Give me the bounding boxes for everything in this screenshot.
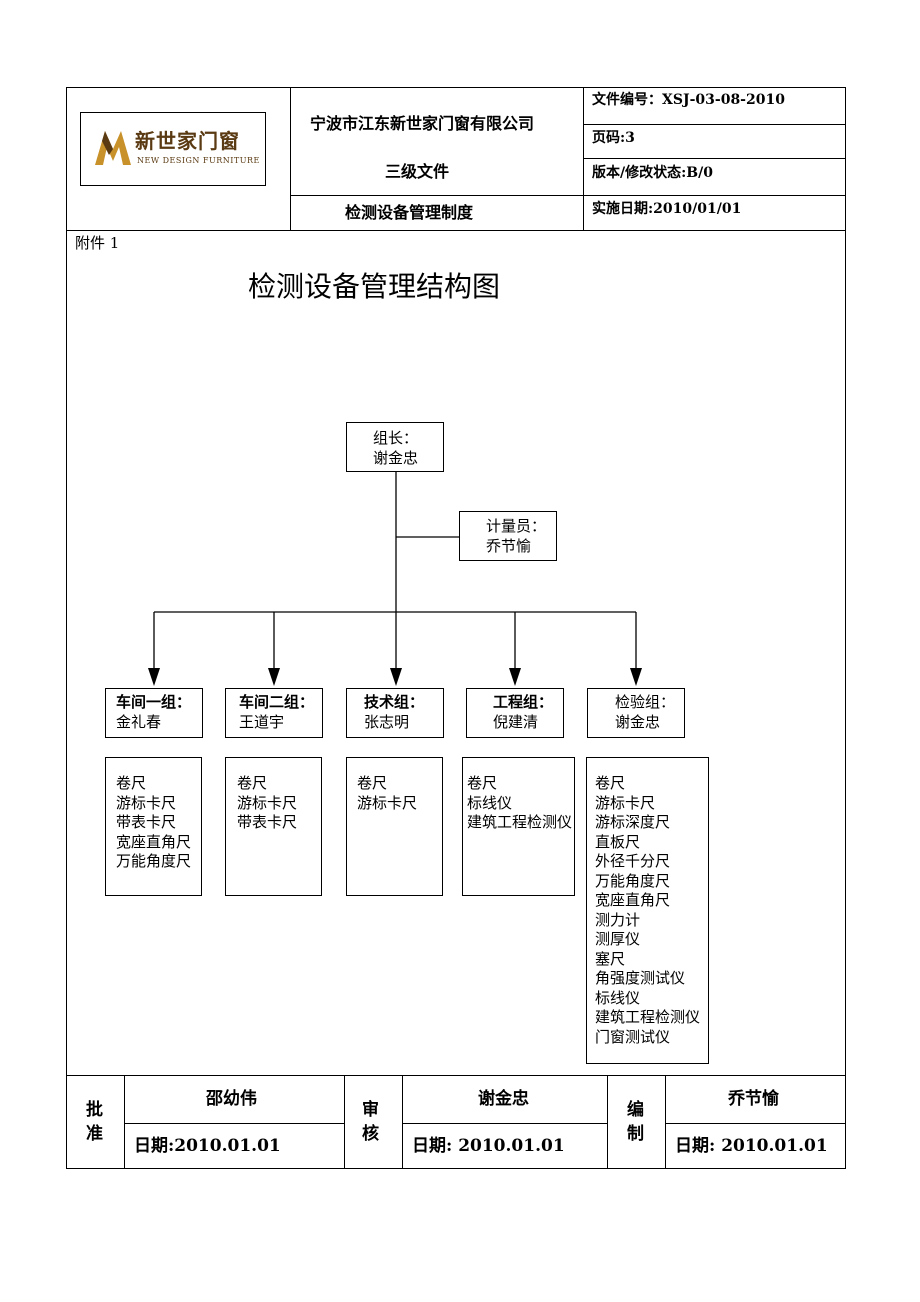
reviewer-name: 谢金忠: [478, 1089, 529, 1109]
group-box-2: 车间二组： 王道宇: [225, 688, 323, 738]
list-item: 卷尺: [237, 774, 268, 792]
list-item: 外径千分尺: [595, 852, 671, 870]
logo-box: 新世家门窗 NEW DESIGN FURNITURE: [80, 112, 266, 186]
equipment-list-4: 卷尺 标线仪 建筑工程检测仪: [462, 757, 575, 896]
header-divider-info: [583, 87, 584, 231]
list-item: 卷尺: [595, 774, 626, 792]
editor-name: 乔节愉: [728, 1089, 779, 1109]
list-item: 标线仪: [467, 793, 513, 812]
list-item: 标线仪: [595, 988, 641, 1007]
list-item: 门窗测试仪: [595, 1027, 671, 1046]
list-item: 游标卡尺: [237, 793, 298, 812]
list-item: 测力计: [595, 910, 641, 929]
edit-label-top: 编: [627, 1100, 644, 1120]
leader-name: 谢金忠: [373, 448, 419, 467]
group-box-5: 检验组： 谢金忠: [587, 688, 685, 738]
footer-divider-1: [124, 1075, 125, 1169]
equipment-list-5: 卷尺 游标卡尺 游标深度尺 直板尺 外径千分尺 万能角度尺 宽座直角尺 测力计 …: [586, 757, 709, 1064]
list-item: 万能角度尺: [595, 871, 671, 890]
list-item: 卷尺: [357, 774, 388, 792]
metrologist-role: 计量员：: [486, 517, 547, 535]
footer-top-line: [66, 1075, 846, 1076]
logo-text-cn: 新世家门窗: [135, 129, 240, 153]
list-item: 宽座直角尺: [595, 891, 671, 909]
version-status: 版本/修改状态:B/0: [592, 165, 713, 181]
edit-date: 日期: 2010.01.01: [675, 1136, 828, 1156]
chart-title: 检测设备管理结构图: [248, 270, 501, 303]
list-item: 直板尺: [595, 832, 641, 851]
equipment-list-2: 卷尺 游标卡尺 带表卡尺: [225, 757, 322, 896]
review-label-top: 审: [362, 1100, 379, 1120]
footer-mid-line-1: [124, 1123, 344, 1124]
review-date: 日期: 2010.01.01: [412, 1136, 565, 1156]
document-frame: [66, 87, 846, 1169]
group-role: 工程组：: [493, 693, 554, 711]
footer-mid-line-3: [665, 1123, 846, 1124]
list-item: 建筑工程检测仪: [595, 1008, 701, 1026]
document-level: 三级文件: [385, 162, 450, 181]
header-row-line-1: [583, 124, 846, 125]
footer-mid-line-2: [402, 1123, 607, 1124]
approve-label-bottom: 准: [86, 1124, 103, 1144]
group-leader-name: 张志明: [364, 712, 410, 731]
group-leader-name: 倪建清: [493, 712, 539, 731]
list-item: 卷尺: [467, 774, 498, 792]
footer-divider-3: [402, 1075, 403, 1169]
group-role: 车间二组：: [239, 693, 315, 711]
leader-role: 组长：: [373, 429, 419, 447]
list-item: 游标卡尺: [595, 793, 656, 812]
list-item: 游标深度尺: [595, 813, 671, 831]
list-item: 卷尺: [116, 774, 147, 792]
approver-name: 邵幼伟: [206, 1089, 257, 1109]
header-bottom-line: [66, 230, 846, 231]
approve-label-top: 批: [86, 1100, 103, 1120]
header-divider-logo: [290, 87, 291, 231]
list-item: 宽座直角尺: [116, 832, 192, 851]
list-item: 塞尺: [595, 949, 626, 968]
group-role: 检验组：: [615, 693, 676, 711]
list-item: 测厚仪: [595, 930, 641, 948]
footer-divider-2: [344, 1075, 345, 1169]
metrologist-name: 乔节愉: [486, 536, 532, 555]
document-title: 检测设备管理制度: [345, 203, 474, 222]
group-role: 车间一组：: [116, 693, 192, 711]
edit-label-bottom: 制: [627, 1124, 644, 1144]
effective-date: 实施日期:2010/01/01: [592, 201, 742, 217]
group-role: 技术组：: [364, 693, 425, 711]
group-box-4: 工程组： 倪建清: [466, 688, 564, 738]
equipment-list-1: 卷尺 游标卡尺 带表卡尺 宽座直角尺 万能角度尺: [105, 757, 202, 896]
footer-divider-5: [665, 1075, 666, 1169]
header-row-line-2: [583, 158, 846, 159]
list-item: 万能角度尺: [116, 852, 192, 870]
list-item: 建筑工程检测仪: [467, 813, 573, 831]
list-item: 带表卡尺: [237, 813, 298, 831]
group-box-1: 车间一组： 金礼春: [105, 688, 203, 738]
metrologist-box: 计量员： 乔节愉: [459, 511, 557, 561]
list-item: 角强度测试仪: [595, 969, 686, 987]
attachment-label: 附件 1: [75, 234, 120, 252]
logo-mark-icon: [95, 131, 131, 165]
review-label-bottom: 核: [362, 1124, 379, 1144]
header-row-line-3: [290, 195, 846, 196]
group-box-3: 技术组： 张志明: [346, 688, 444, 738]
group-leader-name: 谢金忠: [615, 712, 661, 731]
group-leader-name: 金礼春: [116, 712, 162, 731]
file-number: 文件编号：XSJ-03-08-2010: [592, 92, 785, 108]
leader-box: 组长： 谢金忠: [346, 422, 444, 472]
approve-date: 日期:2010.01.01: [134, 1136, 281, 1156]
list-item: 游标卡尺: [116, 793, 177, 812]
logo-text-en: NEW DESIGN FURNITURE: [137, 156, 260, 165]
company-name: 宁波市江东新世家门窗有限公司: [310, 114, 535, 133]
list-item: 游标卡尺: [357, 793, 418, 812]
equipment-list-3: 卷尺 游标卡尺: [346, 757, 443, 896]
footer-divider-4: [607, 1075, 608, 1169]
list-item: 带表卡尺: [116, 813, 177, 831]
group-leader-name: 王道宇: [239, 712, 285, 731]
page-number: 页码:3: [592, 130, 635, 146]
